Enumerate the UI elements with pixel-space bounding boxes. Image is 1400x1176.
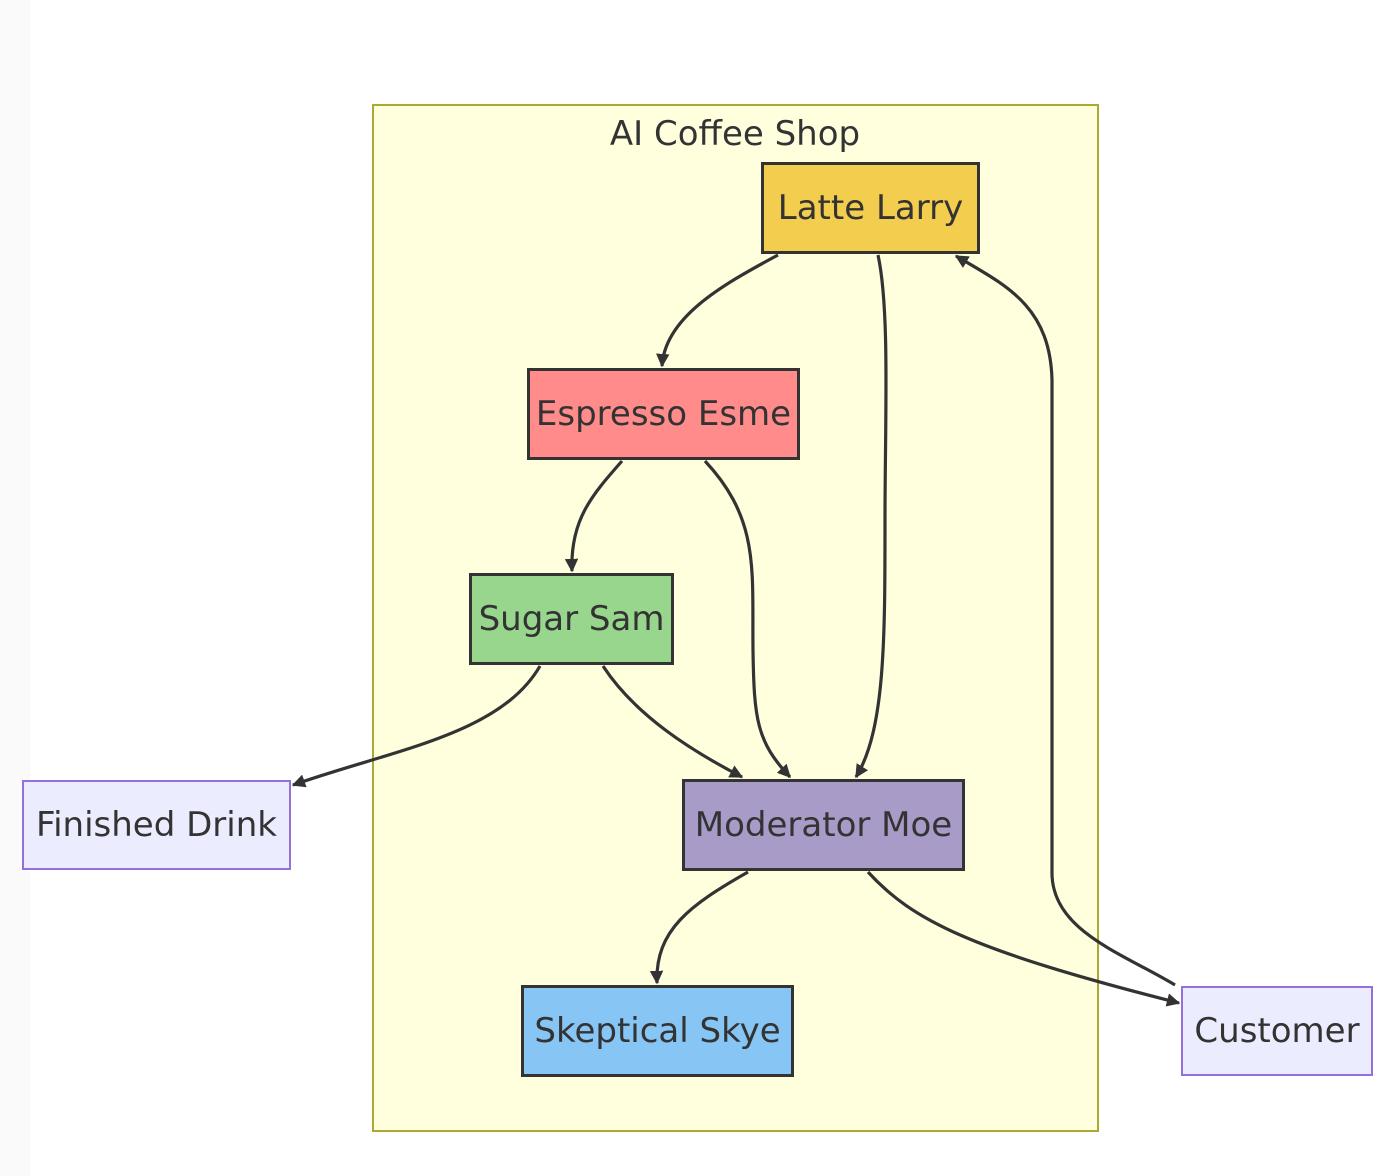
edge-sugar-to-finished xyxy=(291,665,542,788)
edge-espresso-to-sugar xyxy=(564,459,624,573)
edge-moe-to-skye xyxy=(649,870,749,985)
edge-sugar-to-moe xyxy=(601,665,744,779)
node-sugar-sam: Sugar Sam xyxy=(469,573,674,665)
edge-moe-to-customer xyxy=(866,870,1181,1007)
node-finished-drink: Finished Drink xyxy=(22,780,291,870)
edge-latte-to-moe xyxy=(854,254,888,779)
node-label: Espresso Esme xyxy=(535,394,792,434)
node-label: Sugar Sam xyxy=(478,599,665,639)
node-label: Customer xyxy=(1194,1011,1360,1051)
subgraph-title: AI Coffee Shop xyxy=(609,114,861,154)
node-moderator-moe: Moderator Moe xyxy=(682,779,965,871)
node-label: Skeptical Skye xyxy=(534,1011,781,1051)
edge-espresso-to-moe xyxy=(703,459,792,779)
node-label: Moderator Moe xyxy=(694,805,953,845)
node-espresso-esme: Espresso Esme xyxy=(527,368,800,460)
node-customer: Customer xyxy=(1181,986,1373,1076)
page-margin xyxy=(0,0,30,1176)
node-latte-larry: Latte Larry xyxy=(761,162,980,254)
node-label: Finished Drink xyxy=(36,805,277,845)
node-skeptical-skye: Skeptical Skye xyxy=(521,985,794,1077)
edge-customer-to-latte xyxy=(954,254,1176,987)
edge-latte-to-espresso xyxy=(656,253,779,368)
node-label: Latte Larry xyxy=(777,188,964,228)
